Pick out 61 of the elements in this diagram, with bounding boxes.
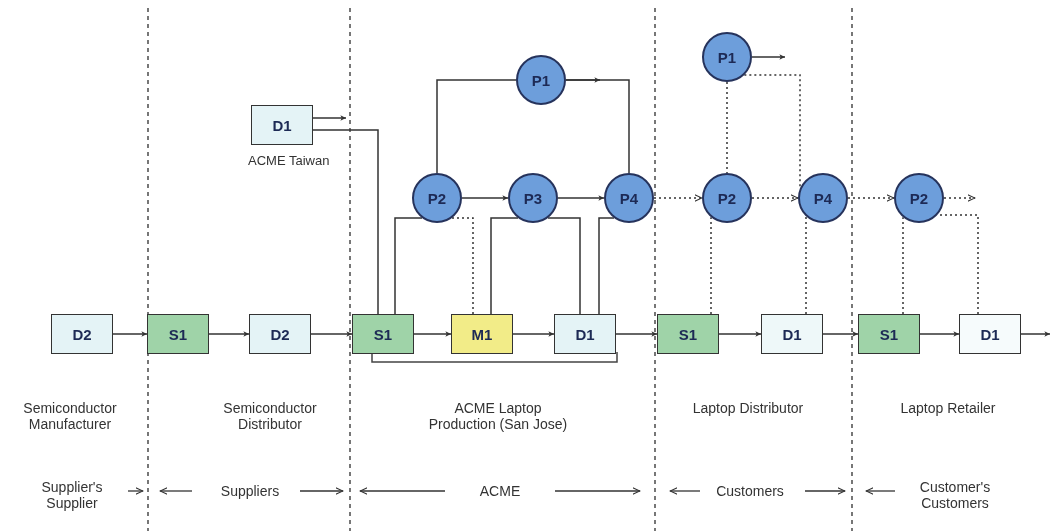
connector-line [743,74,801,189]
stage-box: D2 [249,314,311,354]
stage-box: S1 [858,314,920,354]
role-label: Customer's Customers [918,479,992,511]
process-circle: P1 [516,55,566,105]
connector-line [490,217,519,315]
process-circle: P4 [798,173,848,223]
node-caption: ACME Taiwan [248,153,330,168]
arrow [208,331,250,337]
region-label: Semiconductor Distributor [222,400,318,432]
stage-box: S1 [147,314,209,354]
connector-line [805,215,807,315]
arrow [943,194,976,202]
process-circle: P3 [508,173,558,223]
region-label: Laptop Distributor [691,400,805,416]
connector-line [394,217,423,315]
arrow [512,331,555,337]
arrow [822,331,859,337]
connector-line [726,81,728,174]
stage-box: M1 [451,314,513,354]
stage-box: S1 [352,314,414,354]
arrow [112,331,148,337]
arrow [1020,331,1051,337]
connector-line [312,129,379,315]
arrow [653,194,703,202]
arrow [718,331,762,337]
arrow [751,194,799,202]
connector-line [902,216,904,315]
stage-box: D1 [554,314,616,354]
arrow [919,331,960,337]
connector-line [547,217,581,315]
connector-line [598,217,615,315]
process-circle: P4 [604,173,654,223]
arrow [413,331,452,337]
stage-box: S1 [657,314,719,354]
connector-line [710,216,712,315]
stage-box: D1 [251,105,313,145]
arrow [312,115,347,121]
region-label: Laptop Retailer [899,400,997,416]
process-circle: P2 [894,173,944,223]
process-circle: P1 [702,32,752,82]
process-circle: P2 [702,173,752,223]
stage-box: D2 [51,314,113,354]
arrow [615,331,658,337]
arrow [751,54,786,60]
role-label: ACME [478,483,522,499]
stage-box: D1 [761,314,823,354]
arrow [461,195,509,201]
role-label: Suppliers [219,483,281,499]
region-label: ACME Laptop Production (San Jose) [427,400,569,432]
connector-line [436,79,517,174]
arrow [310,331,353,337]
stage-box: D1 [959,314,1021,354]
arrow [847,194,895,202]
connector-line [451,217,474,315]
connector-line [565,79,630,174]
role-label: Supplier's Supplier [40,479,104,511]
role-label: Customers [715,483,785,499]
arrow [557,195,605,201]
process-circle: P2 [412,173,462,223]
region-label: Semiconductor Manufacturer [22,400,118,432]
